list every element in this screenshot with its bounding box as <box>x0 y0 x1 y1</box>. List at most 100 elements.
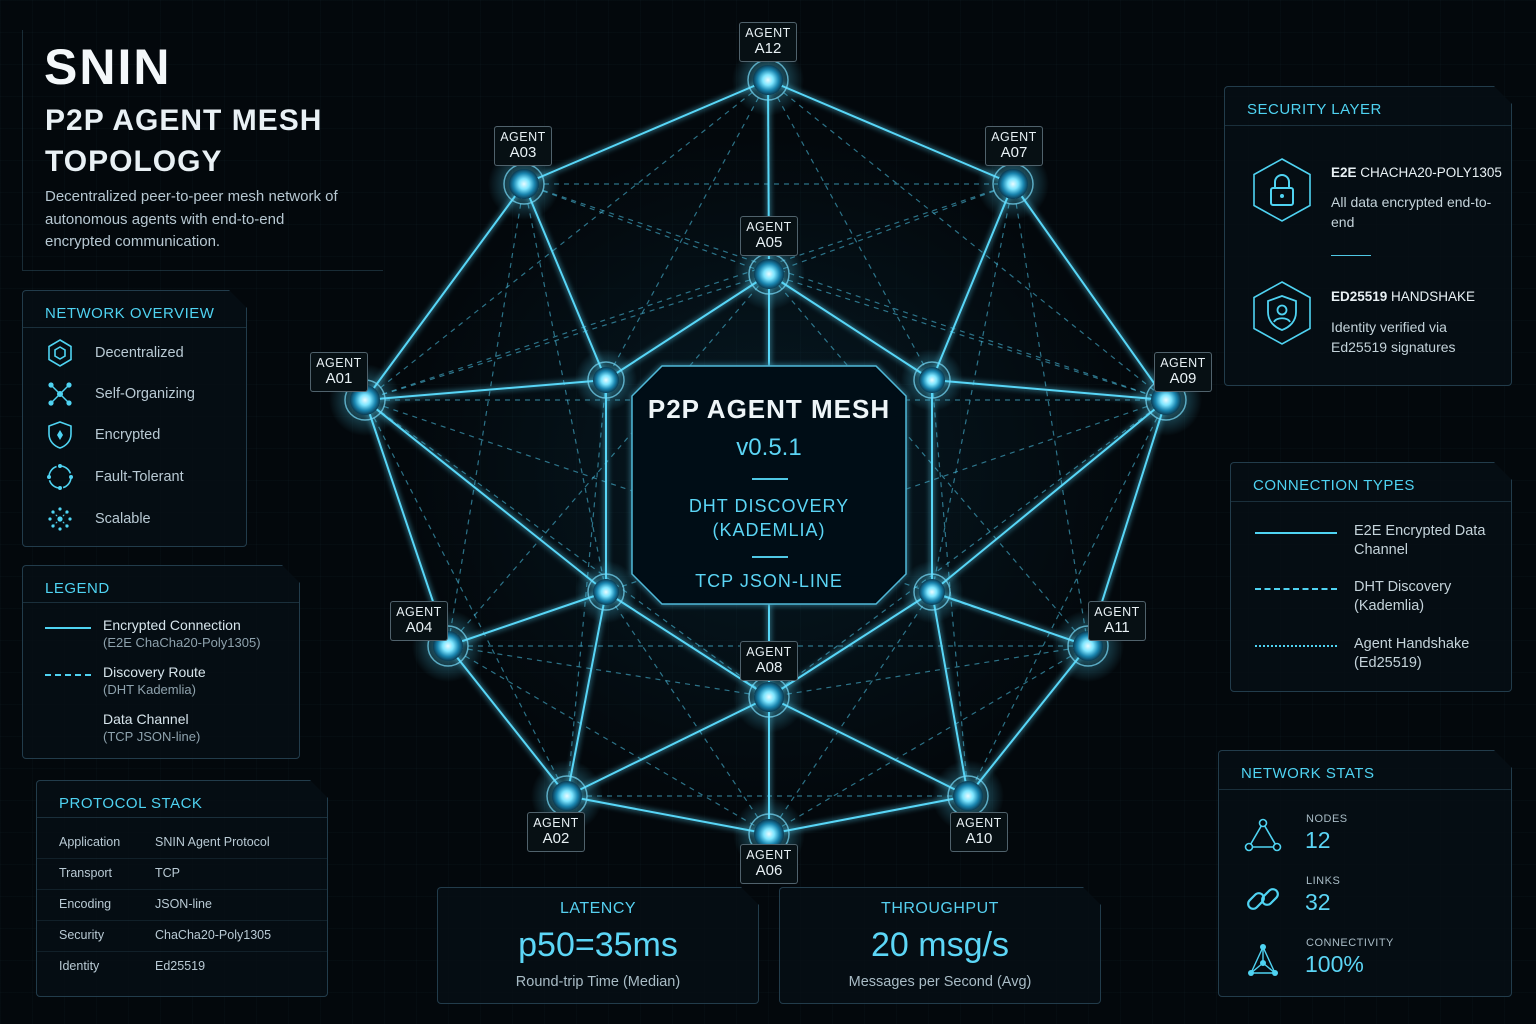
dht-discovery-link <box>605 79 769 381</box>
latency-panel: LATENCY p50=35ms Round-trip Time (Median… <box>437 887 759 1004</box>
connection-type-label: DHT Discovery (Kademlia) <box>1354 579 1452 614</box>
latency-value: p50=35ms <box>518 926 678 964</box>
agent-node-a02[interactable] <box>552 781 582 811</box>
protocol-key: Encoding <box>59 897 112 911</box>
hub: P2P AGENT MESH v0.5.1 DHT DISCOVERY (KAD… <box>632 366 906 604</box>
agent-node-a10[interactable] <box>953 781 983 811</box>
agent-label-prefix: AGENT <box>1160 356 1206 370</box>
relay-node[interactable] <box>919 367 945 393</box>
page-subtitle: P2P AGENT MESH TOPOLOGY <box>45 100 322 182</box>
solid-line-swatch <box>45 627 91 629</box>
legend-label: Data Channel <box>103 711 189 727</box>
agent-label-id: A03 <box>509 144 537 161</box>
stat-label: LINKS <box>1306 875 1341 887</box>
security-item-desc: All data encrypted end-to-end <box>1331 194 1492 230</box>
dht-discovery-link <box>523 183 1167 401</box>
agent-node-a12[interactable] <box>753 65 783 95</box>
divider <box>1331 255 1371 256</box>
overview-label: Fault-Tolerant <box>95 469 184 485</box>
agent-label-id: A04 <box>405 619 433 636</box>
encrypted-link <box>931 399 1167 593</box>
protocol-value: ChaCha20-Poly1305 <box>155 928 272 942</box>
dht-discovery-link <box>768 183 1014 275</box>
legend-label: Discovery Route <box>103 664 206 680</box>
agent-label-prefix: AGENT <box>1094 605 1140 619</box>
dht-discovery-link <box>768 591 933 835</box>
overview-item-self-organizing: Self-Organizing <box>45 378 195 410</box>
relay-node[interactable] <box>919 579 945 605</box>
agent-node-a01[interactable] <box>350 385 380 415</box>
agent-label-prefix: AGENT <box>745 26 791 40</box>
divider <box>23 327 246 328</box>
agent-label-prefix: AGENT <box>746 848 792 862</box>
encrypted-link <box>768 696 969 797</box>
protocol-key: Identity <box>59 959 100 973</box>
subtitle-line2: TOPOLOGY <box>45 145 223 178</box>
agent-label-id: A06 <box>755 862 783 879</box>
protocol-key: Application <box>59 835 121 849</box>
encrypted-link <box>364 183 525 401</box>
agent-label-prefix: AGENT <box>991 130 1037 144</box>
hub-title: P2P AGENT MESH <box>647 394 891 424</box>
agent-node-a07[interactable] <box>998 169 1028 199</box>
connection-type-label: Agent Handshake (Ed25519) <box>1354 636 1470 671</box>
protocol-value: JSON-line <box>155 897 212 911</box>
dht-discovery-link <box>364 79 769 401</box>
security-item-title-rest: HANDSHAKE <box>1387 289 1476 304</box>
lock-icon <box>1249 157 1315 223</box>
overview-label: Encrypted <box>95 427 161 443</box>
agent-node-a03[interactable] <box>509 169 539 199</box>
security-item-bold: E2E <box>1331 165 1357 180</box>
nodes-icon <box>45 379 75 409</box>
dht-discovery-link <box>768 645 1089 835</box>
stat-value: 32 <box>1305 889 1331 915</box>
encrypted-link <box>931 379 1167 401</box>
divider <box>1231 501 1511 502</box>
dht-discovery-link <box>1012 183 1089 647</box>
agent-label-id: A01 <box>325 370 353 387</box>
agent-label-prefix: AGENT <box>746 220 792 234</box>
subtitle-line1: P2P AGENT MESH <box>45 104 323 137</box>
protocol-value: Ed25519 <box>155 959 206 973</box>
encrypted-link <box>364 399 607 593</box>
dht-discovery-link <box>768 273 1089 647</box>
legend-label: Encrypted Connection <box>103 617 241 633</box>
link-icon <box>1243 879 1283 919</box>
overview-item-scalable: Scalable <box>45 503 151 535</box>
dht-discovery-link <box>767 79 1167 401</box>
legend-sublabel: (TCP JSON-line) <box>103 729 201 744</box>
relay-node[interactable] <box>593 367 619 393</box>
connection-types-panel: CONNECTION TYPES E2E Encrypted Data Chan… <box>1230 462 1512 692</box>
hub-discovery-line2: (KADEMLIA) <box>712 520 826 540</box>
protocol-key: Security <box>59 928 105 942</box>
dht-discovery-link <box>447 645 770 835</box>
security-item-title: ED25519 HANDSHAKE <box>1331 289 1475 304</box>
dashed-line-swatch <box>45 674 91 676</box>
agent-node-a08[interactable] <box>754 682 784 712</box>
agent-node-a09[interactable] <box>1151 385 1181 415</box>
agent-label-prefix: AGENT <box>316 356 362 370</box>
dht-discovery-link <box>767 79 933 381</box>
relay-node[interactable] <box>593 579 619 605</box>
triangle-nodes-icon <box>1243 817 1283 857</box>
latency-description: Round-trip Time (Median) <box>515 974 681 990</box>
dht-discovery-link <box>364 183 1014 401</box>
agent-node-a05[interactable] <box>754 259 784 289</box>
network-stats-title: NETWORK STATS <box>1241 765 1375 782</box>
protocol-row: Encoding JSON-line <box>37 889 327 921</box>
network-overview-panel: NETWORK OVERVIEW Decentralized Self-Orga… <box>22 290 247 547</box>
dht-discovery-link <box>768 645 1089 698</box>
encrypted-link <box>1012 183 1167 401</box>
agent-node-a06[interactable] <box>754 819 784 849</box>
hub-divider <box>752 478 788 480</box>
throughput-value: 20 msg/s <box>871 926 1009 964</box>
agent-label-id: A08 <box>755 659 783 676</box>
overview-item-decentralized: Decentralized <box>45 337 184 369</box>
user-shield-icon <box>1249 280 1315 346</box>
dht-discovery-link <box>605 591 770 835</box>
